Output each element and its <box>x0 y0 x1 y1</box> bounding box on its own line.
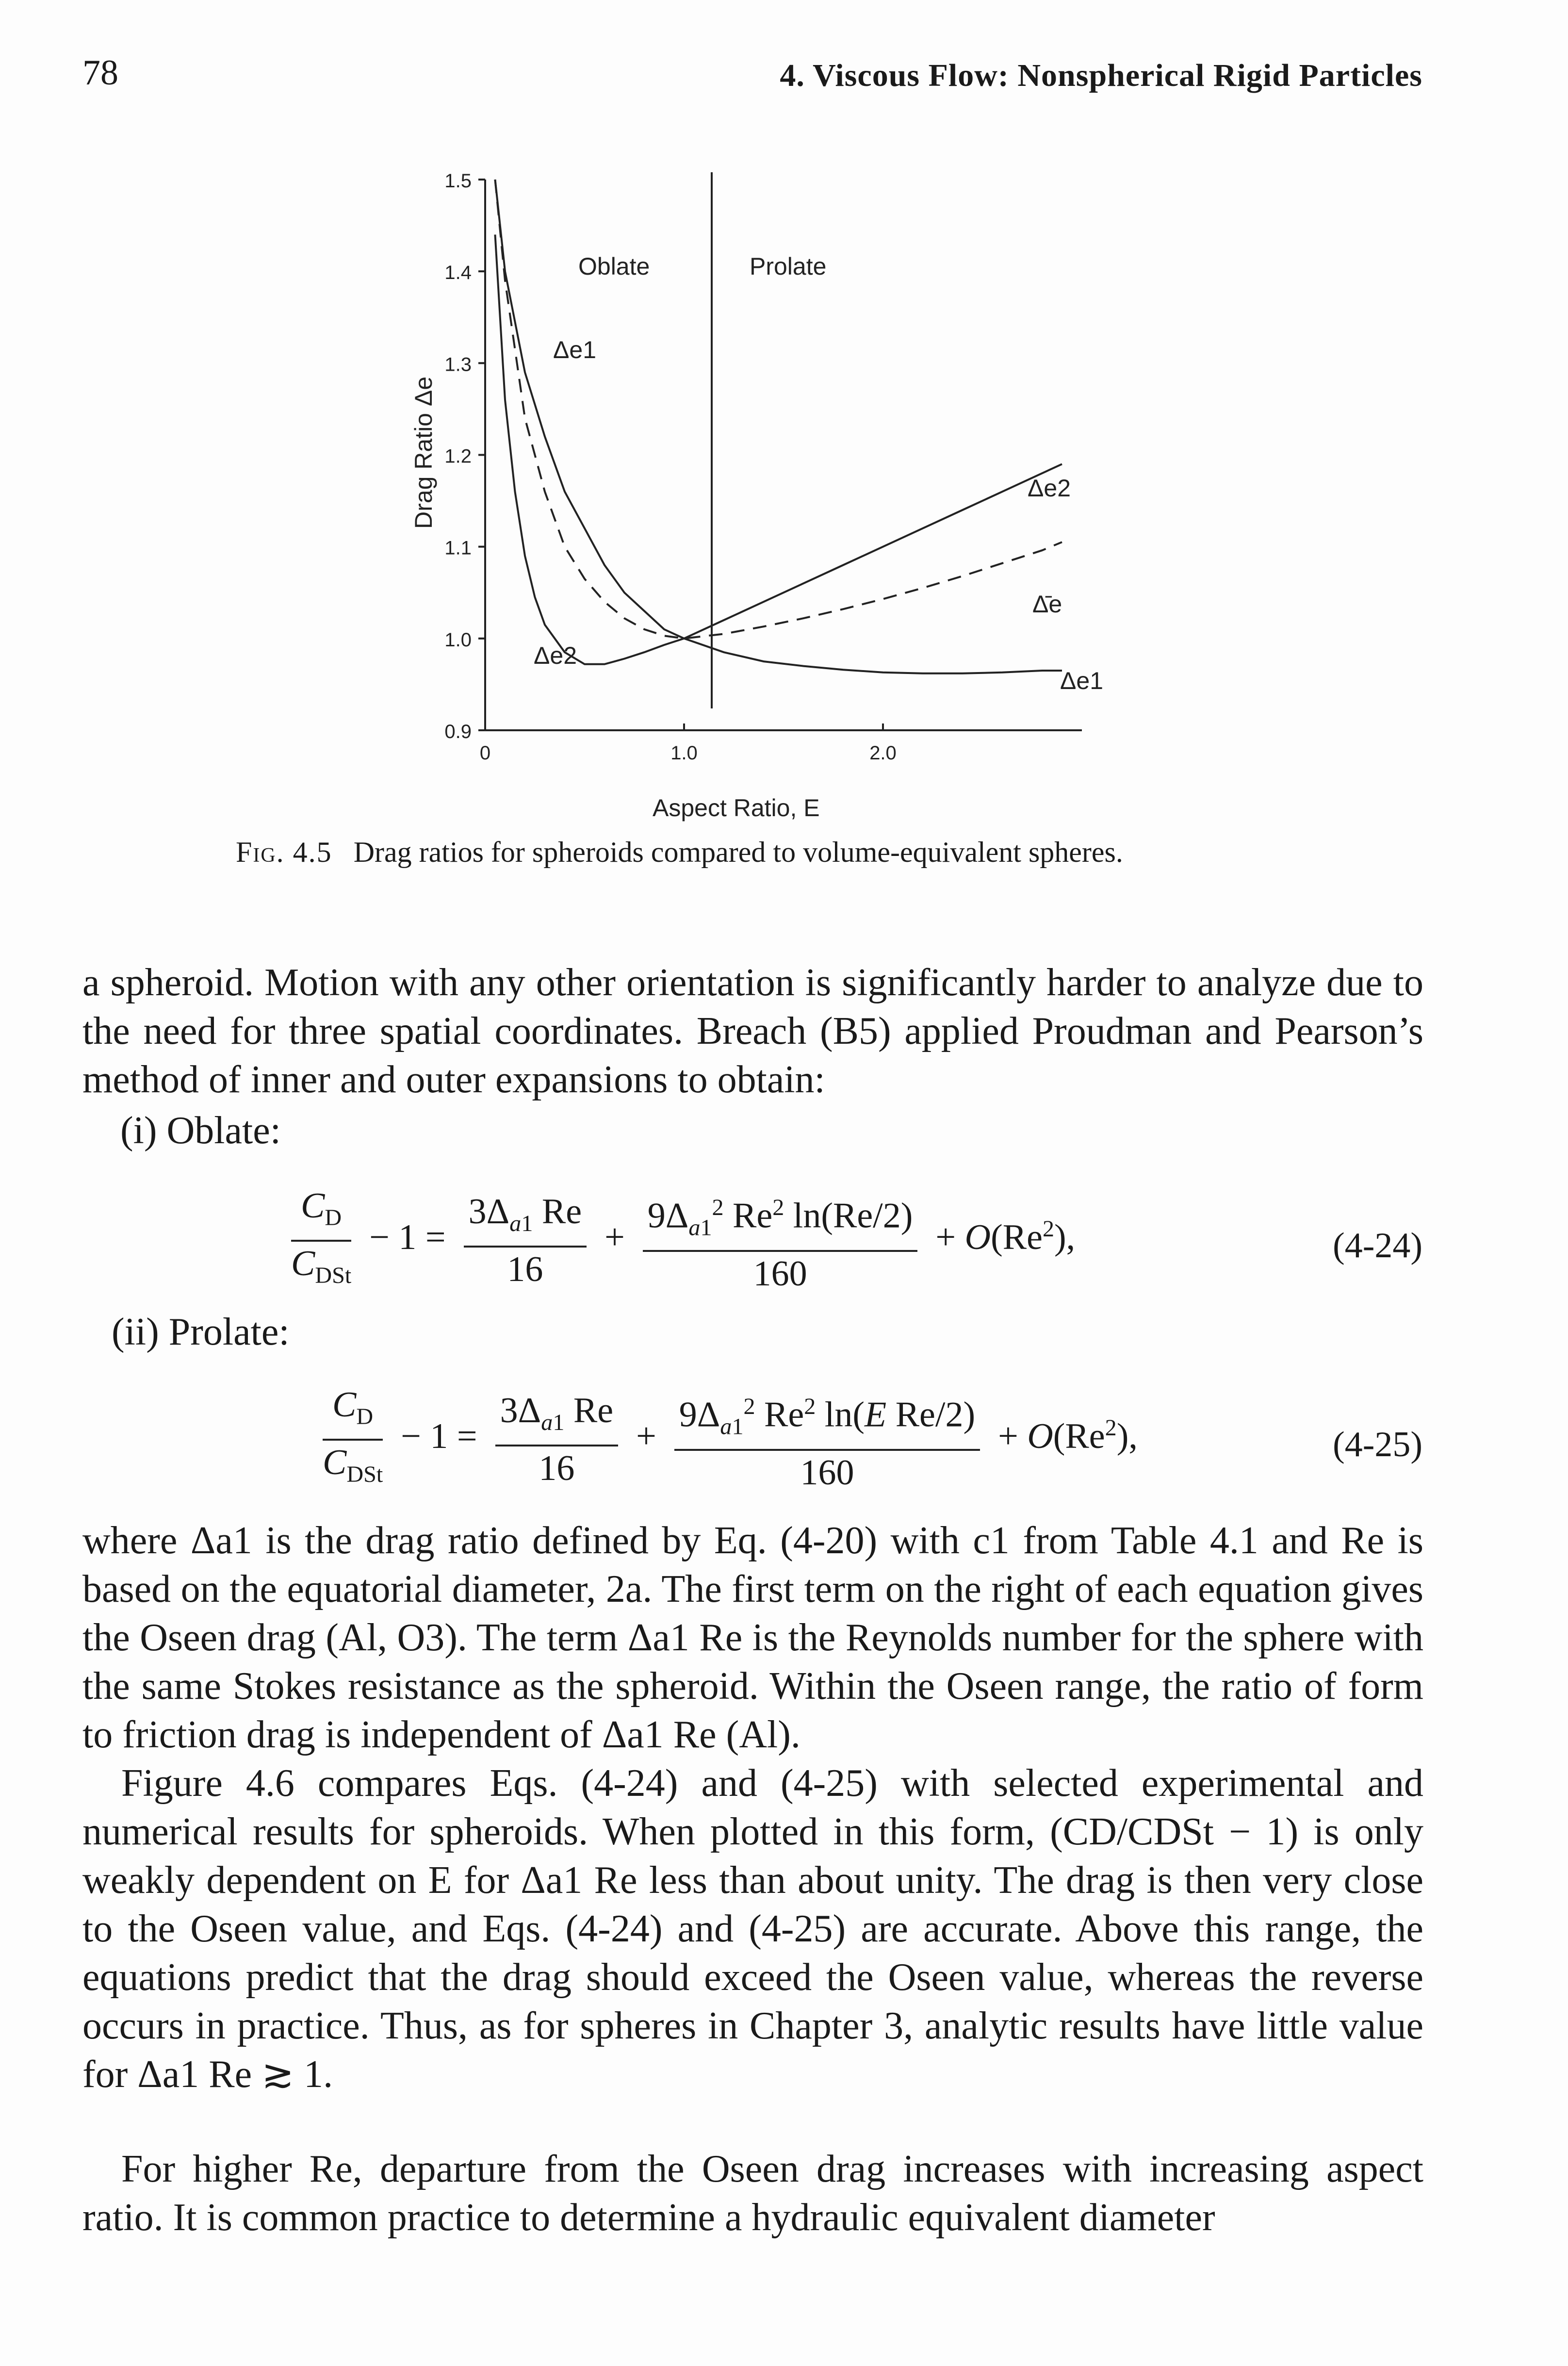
series-line-1 <box>494 234 1062 665</box>
y-tick-label: 1.4 <box>444 262 472 283</box>
paragraph-4: For higher Re, departure from the Oseen … <box>82 2148 1423 2239</box>
caption-text: Drag ratios for spheroids compared to vo… <box>353 836 1123 868</box>
case-label-oblate: (i) Oblate: <box>120 1109 281 1152</box>
caption-label: Fig. 4.5 <box>236 836 332 868</box>
x-tick-label: 1.0 <box>670 742 698 764</box>
series-line-2 <box>494 179 1062 640</box>
paragraph-3: Figure 4.6 compares Eqs. (4-24) and (4-2… <box>82 1762 1423 2096</box>
equation-number-4-25: (4-25) <box>1333 1425 1422 1464</box>
y-tick-label: 0.9 <box>444 721 472 742</box>
curve-label-prolate-e1: Δe1 <box>1060 667 1103 694</box>
curve-label-prolate-e-bar: Δ̄e <box>1032 591 1062 618</box>
y-tick-label: 1.3 <box>444 354 472 375</box>
region-label-oblate: Oblate <box>578 253 650 280</box>
paragraph-2: where Δa1 is the drag ratio defined by E… <box>82 1519 1423 1756</box>
page-number: 78 <box>82 53 118 93</box>
y-tick-label: 1.2 <box>444 446 472 467</box>
chart-curves <box>494 179 1062 674</box>
chart-axes: 0.9 1.0 1.1 1.2 1.3 1.4 1.5 0 1.0 2.0 <box>444 170 1082 764</box>
y-tick-label: 1.1 <box>444 538 472 559</box>
figure-chart: 0.9 1.0 1.1 1.2 1.3 1.4 1.5 0 1.0 2.0 Oblate Prol… <box>410 170 1103 822</box>
x-tick-label: 2.0 <box>869 742 897 764</box>
chapter-title: 4. Viscous Flow: Nonspherical Rigid Part… <box>780 58 1422 93</box>
x-axis-label: Aspect Ratio, E <box>653 794 820 822</box>
y-axis-label: Drag Ratio Δe <box>410 377 437 529</box>
x-tick-label: 0 <box>480 742 490 764</box>
curve-label-oblate-e1: Δe1 <box>553 336 596 363</box>
y-tick-label: 1.5 <box>444 170 472 192</box>
equation-number-4-24: (4-24) <box>1333 1226 1422 1265</box>
y-tick-label: 1.0 <box>444 629 472 651</box>
region-label-prolate: Prolate <box>750 253 826 280</box>
figure-caption: Fig. 4.5 Drag ratios for spheroids compar… <box>236 836 1123 869</box>
paragraph-1: a spheroid. Motion with any other orient… <box>82 961 1423 1101</box>
curve-label-prolate-e2: Δe2 <box>1028 475 1071 502</box>
case-label-prolate: (ii) Prolate: <box>112 1311 290 1353</box>
curve-label-oblate-e2: Δe2 <box>534 642 577 669</box>
